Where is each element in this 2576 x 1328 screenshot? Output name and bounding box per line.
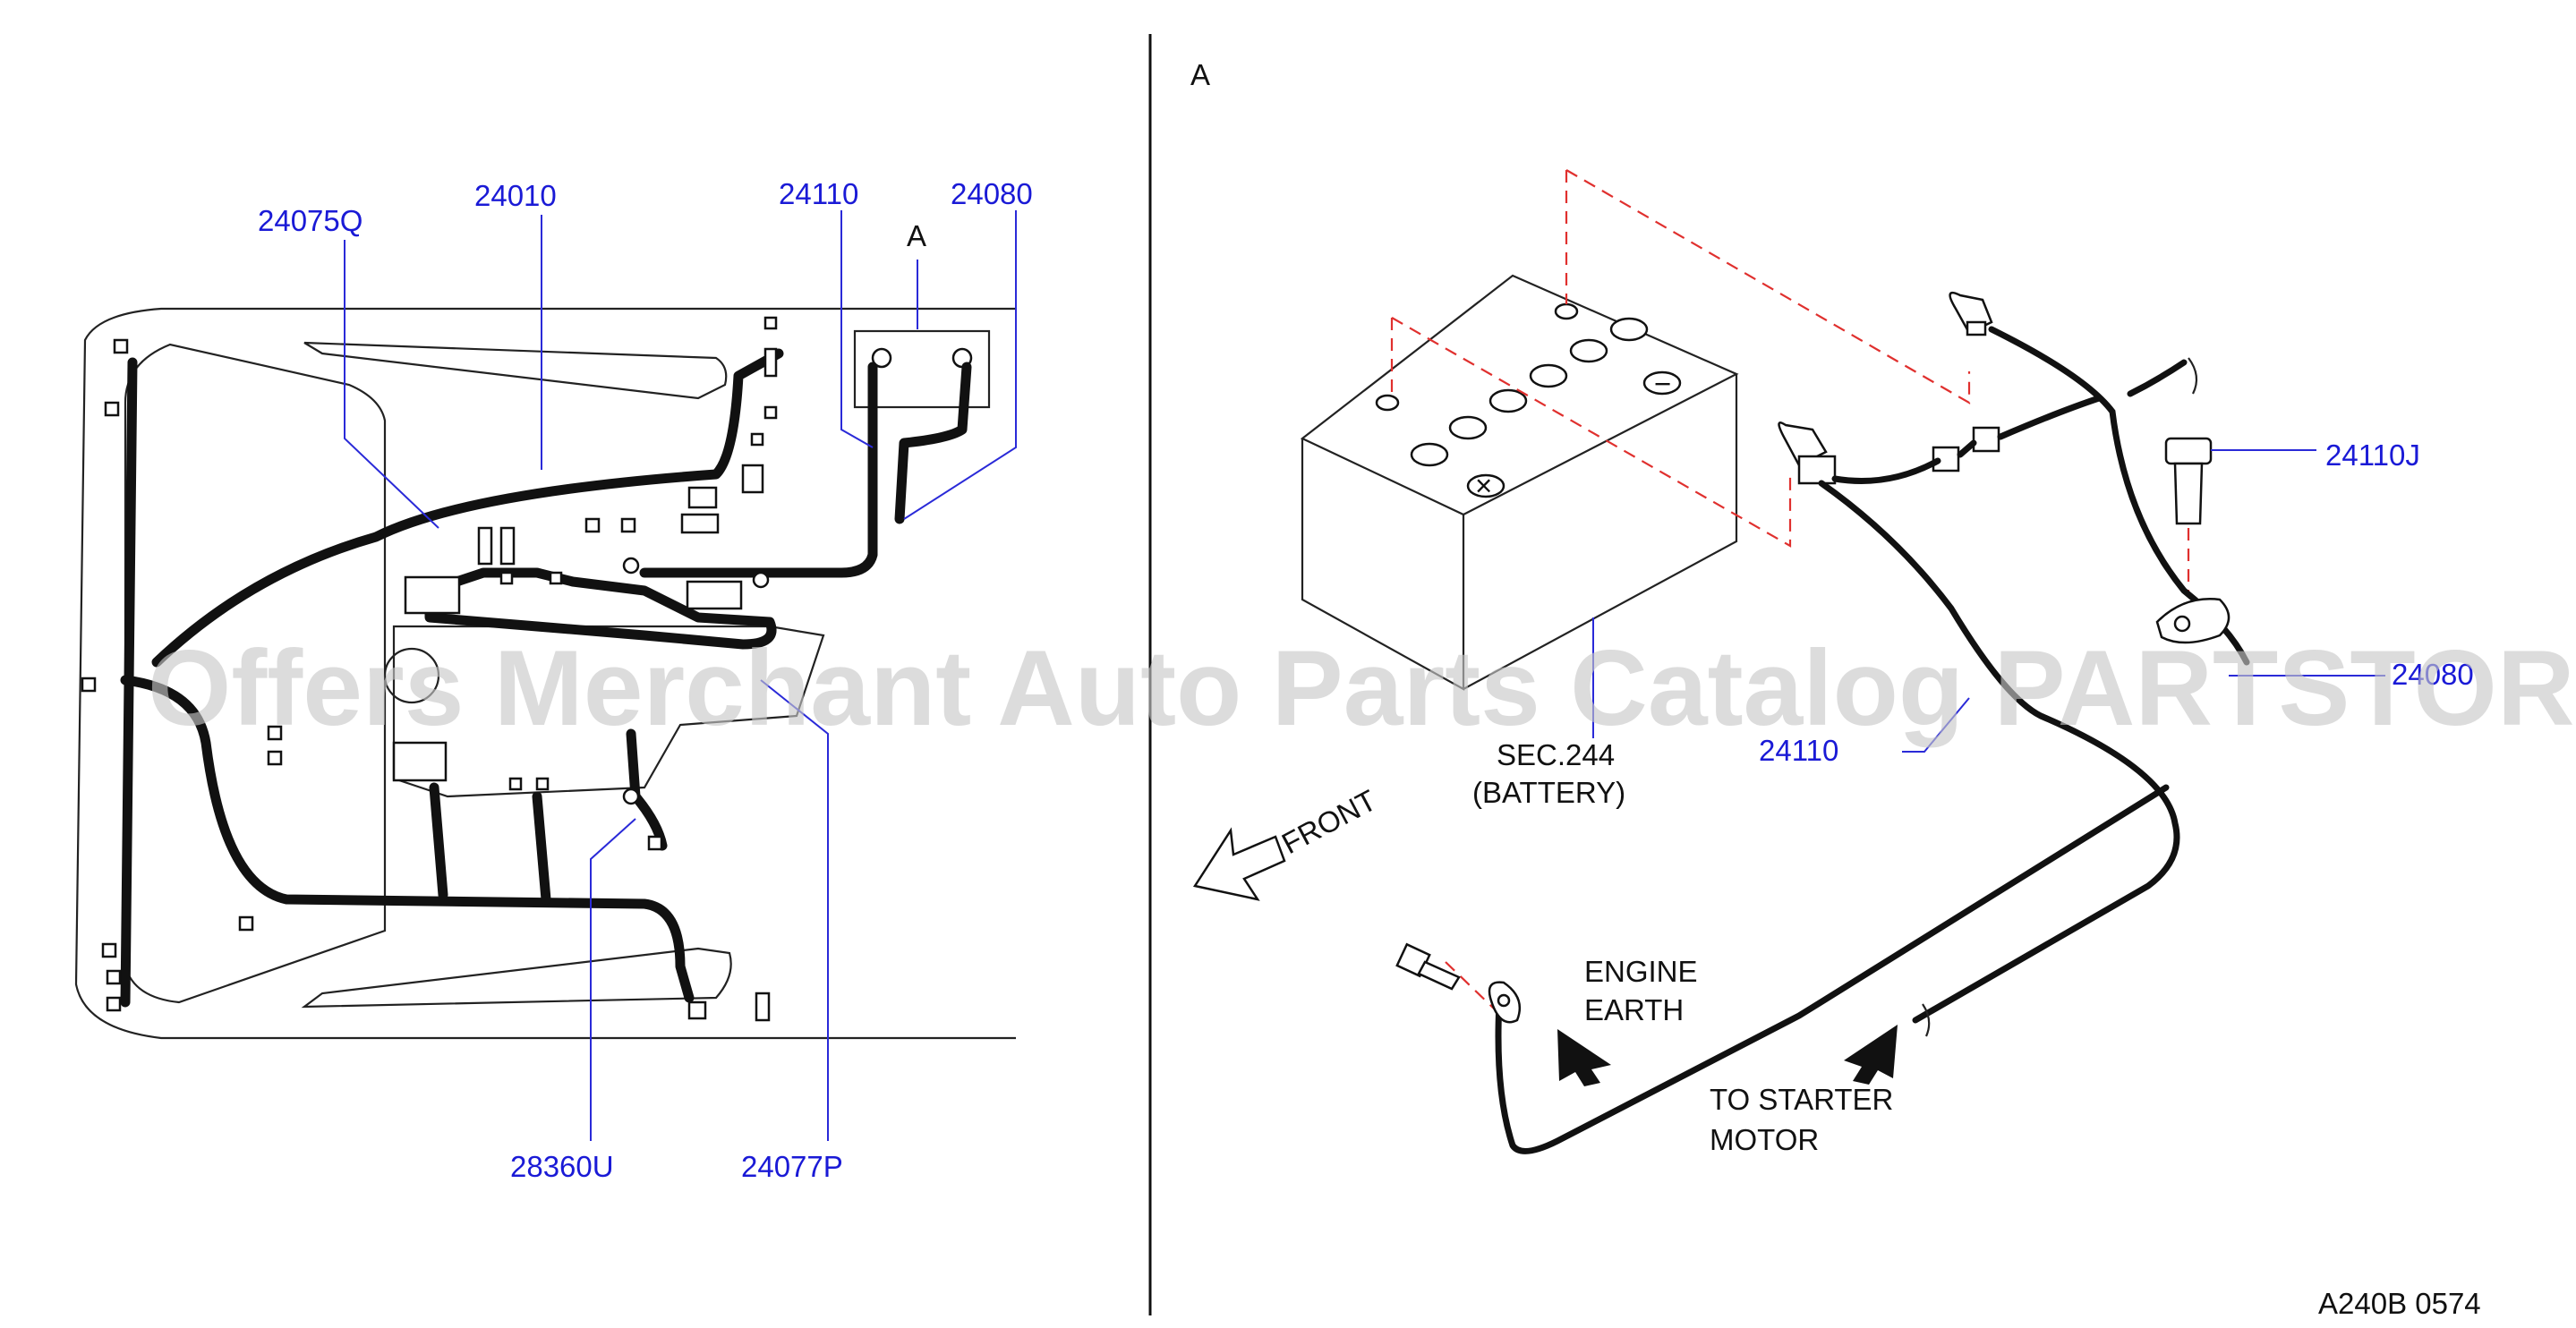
harness-branch-down-1 [429, 782, 448, 900]
diagram-code: A240B 0574 [2318, 1287, 2481, 1320]
body-outline [74, 307, 1016, 1040]
label-starter-2: MOTOR [1710, 1123, 1819, 1156]
cable-positive-main [1818, 480, 2180, 1024]
front-arrow [1192, 827, 1286, 901]
strut-tower-bottom [301, 947, 732, 1009]
label-a-marker: A [907, 219, 926, 252]
svg-text:×: × [1475, 469, 1492, 502]
engine-earth-arrow [1557, 1029, 1611, 1086]
harness-main-upper [151, 348, 784, 668]
view-a: A × − [1190, 58, 2474, 1156]
bay-battery-post-neg [871, 347, 892, 369]
harness-cross-front [120, 675, 695, 1003]
cable-positive-relay [1831, 395, 2103, 484]
label-engine-earth-1: ENGINE [1584, 955, 1698, 988]
engine-block [392, 625, 825, 798]
harness-battery-cable [639, 362, 878, 578]
break-mark-2 [1922, 1003, 1931, 1037]
label-24010: 24010 [474, 179, 557, 212]
cable-neg-stub [2127, 359, 2188, 397]
relay-box-2 [1972, 426, 2000, 453]
label-24080: 24080 [951, 177, 1033, 210]
bay-battery [853, 329, 991, 409]
label-28360u: 28360U [510, 1150, 614, 1183]
label-24077p: 24077P [741, 1150, 843, 1183]
earth-bolt [1395, 942, 1461, 991]
guide-earth-bolt [1445, 961, 1496, 1010]
bolt-24110j [2164, 437, 2213, 525]
label-battery: (BATTERY) [1472, 776, 1625, 809]
harness-branch-down-2 [532, 791, 551, 905]
battery-cells: × − [1375, 302, 1682, 502]
negative-terminal [1949, 291, 1993, 336]
leader-24075q [344, 240, 439, 529]
label-24110: 24110 [779, 177, 858, 210]
label-24110-right: 24110 [1759, 734, 1838, 767]
earth-terminal [1488, 981, 1522, 1024]
label-sec244: SEC.244 [1497, 738, 1615, 771]
engine-bay-view: 24075Q 24010 24110 24080 A 28360U 24077P [74, 177, 1033, 1183]
engine-pulley [383, 647, 440, 704]
svg-text:−: − [1654, 367, 1671, 400]
battery-box: × − [1300, 274, 1739, 691]
ground-lug [2155, 598, 2231, 644]
leader-24110-right [1902, 697, 1970, 753]
cable-engine-earth [1495, 784, 2170, 1154]
harness-battery-cable-2 [894, 362, 972, 524]
break-mark-1 [2188, 357, 2198, 395]
leader-24110 [840, 210, 874, 448]
leader-28360u [590, 818, 636, 1141]
positive-terminal [1778, 421, 1837, 485]
label-24110j: 24110J [2325, 438, 2420, 472]
strut-tower-top [303, 341, 728, 400]
leader-24080 [903, 210, 1017, 520]
leader-24077p [760, 679, 829, 1141]
label-view-marker: A [1190, 58, 1210, 91]
label-24080-right: 24080 [2392, 658, 2474, 691]
watermark-text: Offers Merchant Auto Parts Catalog PARTS… [148, 628, 2576, 748]
guide-neg-post [1565, 169, 1971, 404]
label-front: FRONT [1276, 783, 1382, 860]
label-24075q: 24075Q [258, 204, 363, 237]
starter-arrow [1844, 1025, 1898, 1085]
connectors-left [81, 316, 778, 1022]
label-engine-earth-2: EARTH [1584, 993, 1684, 1026]
guide-pos-post [1390, 317, 1792, 548]
harness-engine-loop [424, 567, 777, 650]
label-starter-1: TO STARTER [1710, 1083, 1893, 1116]
